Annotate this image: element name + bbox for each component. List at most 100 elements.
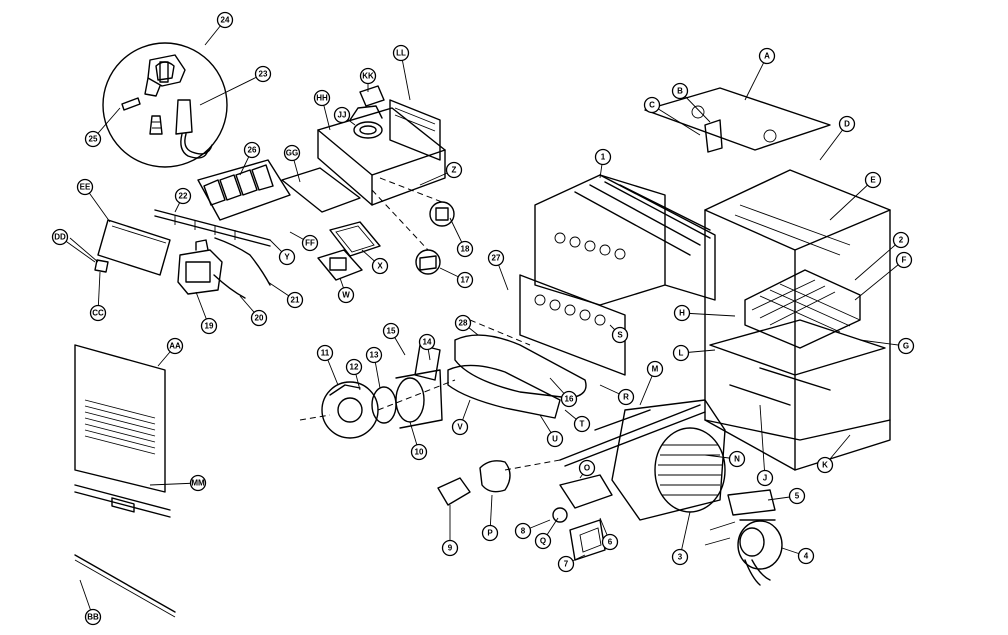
callout-circle: [254, 65, 272, 83]
callout-label: 1: [601, 153, 606, 162]
callout-label: R: [623, 393, 629, 402]
callout-circle: [578, 459, 596, 477]
callout-circle: [671, 548, 689, 566]
callout-circle: [643, 96, 661, 114]
callout-circle: [84, 608, 102, 626]
callout-label: L: [679, 349, 684, 358]
callout-orifice-tube: 21: [267, 281, 304, 309]
callout-circle: [189, 474, 207, 492]
callout-label: J: [763, 474, 767, 483]
callout-top-panel: A: [744, 47, 776, 101]
callout-divider-l: L: [672, 344, 716, 362]
callout-label: W: [342, 291, 350, 300]
callout-label: HH: [316, 94, 328, 103]
callout-label: 11: [321, 349, 330, 358]
callout-circle: [611, 326, 629, 344]
callout-circle: [617, 388, 635, 406]
controls-drawing: [437, 459, 613, 561]
callout-circle: [895, 251, 913, 269]
callout-blower-wheel: 3: [671, 511, 691, 566]
callout-transformer: 7: [557, 554, 586, 573]
callout-circle: [337, 286, 355, 304]
callout-circle: [451, 418, 469, 436]
callout-circle: [359, 67, 377, 85]
callout-rails-e: E: [829, 171, 882, 221]
callout-flame-sensor: KK: [359, 67, 377, 92]
callout-blower-rail: M: [639, 360, 664, 406]
callout-circle: [514, 522, 532, 540]
callout-layer: 2423252622EEDDCC192021YFFGGHHJJKKLLZ1817…: [51, 11, 915, 626]
callout-pressure-switch-16: 16: [549, 377, 578, 408]
callout-leader-line: [681, 312, 736, 317]
callout-label: 7: [564, 560, 569, 569]
front-door-drawing: [74, 344, 176, 618]
callout-label: 27: [492, 254, 501, 263]
callout-igniter-lead: 23: [199, 65, 272, 106]
callout-label: 10: [415, 448, 424, 457]
callout-part-q: Q: [534, 517, 559, 550]
callout-part-13: 13: [365, 346, 383, 389]
callout-label: KK: [362, 72, 374, 81]
callout-burner-assembly: 26: [239, 141, 261, 176]
callout-part-o: O: [578, 459, 596, 479]
callout-label: Y: [284, 253, 290, 262]
callout-leader-line: [854, 239, 902, 281]
callout-part-r: R: [599, 384, 635, 406]
callout-base-k: K: [816, 434, 851, 474]
callout-label: 2: [899, 236, 904, 245]
callout-circle: [487, 249, 505, 267]
callout-igniter-bracket: 25: [84, 107, 121, 148]
callout-label: C: [649, 101, 655, 110]
callout-burner-box-base: GG: [283, 144, 301, 183]
callout-label: G: [903, 342, 909, 351]
igniter-detail: [102, 42, 228, 168]
callout-part-14: 14: [418, 333, 436, 361]
callout-circle: [371, 257, 389, 275]
callout-label: 12: [350, 363, 359, 372]
callout-label: 26: [248, 146, 257, 155]
callout-part-z: Z: [419, 161, 463, 186]
callout-burner-box: HH: [313, 89, 331, 131]
callout-circle: [534, 532, 552, 550]
callout-part-15: 15: [382, 322, 406, 356]
access-plate-drawing: [69, 219, 171, 276]
callout-circle: [166, 337, 184, 355]
callout-label: 5: [795, 492, 800, 501]
callout-circle: [76, 178, 94, 196]
callout-blower-housing: N: [704, 450, 746, 468]
callout-label: Z: [452, 166, 457, 175]
callout-circle: [345, 358, 363, 376]
callout-cabinet: D: [819, 115, 856, 161]
callout-label: 19: [205, 322, 214, 331]
callout-leader-line: [854, 259, 905, 301]
callout-door-switch: 9: [441, 505, 459, 557]
callout-part-g: G: [859, 337, 915, 355]
callout-label: 3: [678, 553, 683, 562]
heat-exchanger-drawing: [534, 174, 716, 306]
callout-label: DD: [54, 233, 66, 242]
callout-circle: [672, 344, 690, 362]
callout-rollout-switch: 17: [439, 267, 474, 289]
callout-label: Q: [540, 537, 546, 546]
callout-circle: [382, 322, 400, 340]
callout-circle: [316, 344, 334, 362]
callout-label: M: [652, 365, 659, 374]
callout-inducer-gasket: V: [451, 399, 471, 436]
callout-label: 8: [521, 527, 526, 536]
callout-gas-valve-wire: 20: [239, 295, 268, 327]
callout-circle: [243, 141, 261, 159]
callout-label: FF: [305, 239, 315, 248]
callout-circle: [646, 360, 664, 378]
callout-rails-j: J: [756, 404, 774, 487]
callout-part-12: 12: [345, 358, 363, 391]
callout-circle: [250, 309, 268, 327]
callout-circle: [278, 248, 296, 266]
callout-circle: [174, 187, 192, 205]
callout-part-6: 6: [599, 517, 619, 551]
callout-label: 14: [423, 338, 432, 347]
callout-circle: [445, 161, 463, 179]
callout-label: 18: [461, 245, 470, 254]
callout-igniter-assembly-circle: 24: [204, 11, 234, 46]
callout-label: K: [822, 461, 828, 470]
